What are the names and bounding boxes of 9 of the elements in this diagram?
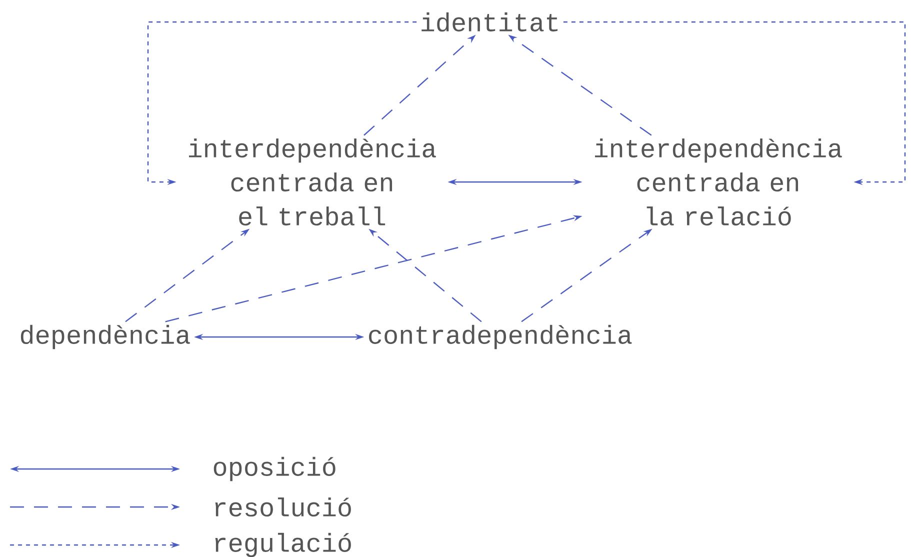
arrow [563,21,906,186]
concept-text: interdependència centrada en el treball [189,138,436,226]
legend-text: resolució [215,497,351,517]
legend-text: oposició [214,456,336,482]
concept-text: contradependència [369,324,632,350]
concept-text: identitat [422,12,558,32]
concept-text: dependència [20,324,190,350]
concept-text: interdependència centrada en la relació [595,138,842,226]
legend-text: regulació [215,532,351,557]
